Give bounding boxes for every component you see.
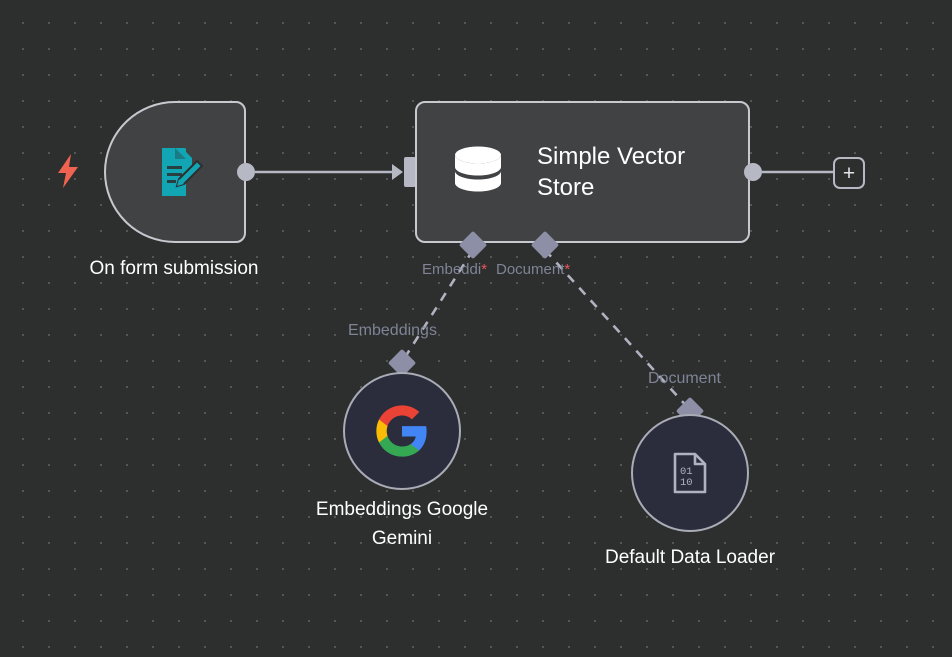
port-label-embeddings-text: Embeddi [422, 261, 482, 278]
node-title-simple-vector-store: Simple Vector Store [537, 143, 686, 201]
binary-document-icon: 01 10 [673, 452, 707, 494]
vectorstore-input-arrow [392, 164, 403, 180]
database-icon [455, 146, 501, 192]
add-node-button[interactable]: + [833, 157, 865, 189]
connection-label-document: Document [648, 370, 721, 387]
svg-text:10: 10 [680, 477, 693, 489]
node-embeddings-google-gemini[interactable] [343, 372, 461, 490]
port-label-document-required: Document* [496, 261, 570, 279]
node-on-form-submission[interactable] [104, 101, 246, 243]
vectorstore-input-port[interactable] [404, 157, 416, 187]
port-label-document-text: Document [496, 261, 565, 278]
node-label-on-form-submission: On form submission [89, 258, 259, 279]
node-default-data-loader[interactable]: 01 10 [631, 414, 749, 532]
node-label-gemini-line2: Gemini [371, 528, 433, 549]
lightning-bolt-icon [58, 154, 78, 188]
port-required-marker-embeddings: * [481, 261, 488, 278]
node-label-gemini-line1: Embeddings Google [315, 499, 489, 520]
vectorstore-output-port[interactable] [744, 163, 762, 181]
form-edit-icon [162, 148, 204, 196]
port-required-marker-document: * [564, 261, 571, 278]
plus-icon: + [842, 161, 856, 185]
node-simple-vector-store[interactable]: Simple Vector Store [415, 101, 750, 243]
trigger-output-port[interactable] [237, 163, 255, 181]
connection-label-embeddings: Embeddings [348, 322, 437, 339]
svg-text:01: 01 [680, 466, 693, 478]
node-label-default-data-loader: Default Data Loader [604, 547, 776, 568]
port-label-embeddings-required: Embeddi* [422, 261, 487, 279]
google-g-icon [376, 405, 427, 457]
